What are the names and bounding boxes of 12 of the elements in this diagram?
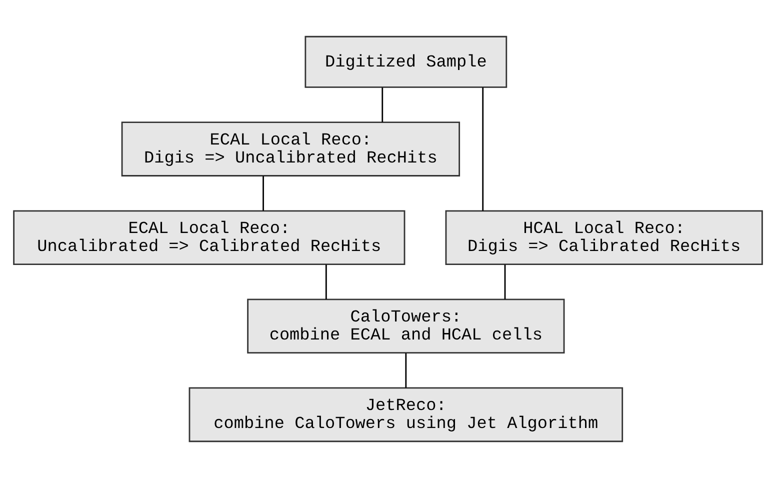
connector [482, 86, 484, 210]
connector [262, 176, 264, 210]
node-box: HCAL Local Reco: Digis => Calibrated RecHits [445, 210, 763, 264]
connector [405, 352, 407, 388]
node-box: Digitized Sample [304, 35, 508, 88]
node-box: ECAL Local Reco: Digis => Uncalibrated RecHits [121, 121, 460, 176]
node-box: JetReco: combine CaloTowers using Jet Algorithm [188, 386, 624, 442]
connector [382, 87, 384, 122]
node-box: ECAL Local Reco: Uncalibrated => Calibrated RecHits [13, 210, 406, 264]
node-box: CaloTowers: combine ECAL and HCAL cells [247, 298, 565, 354]
connector [325, 264, 327, 299]
connector [504, 264, 506, 299]
